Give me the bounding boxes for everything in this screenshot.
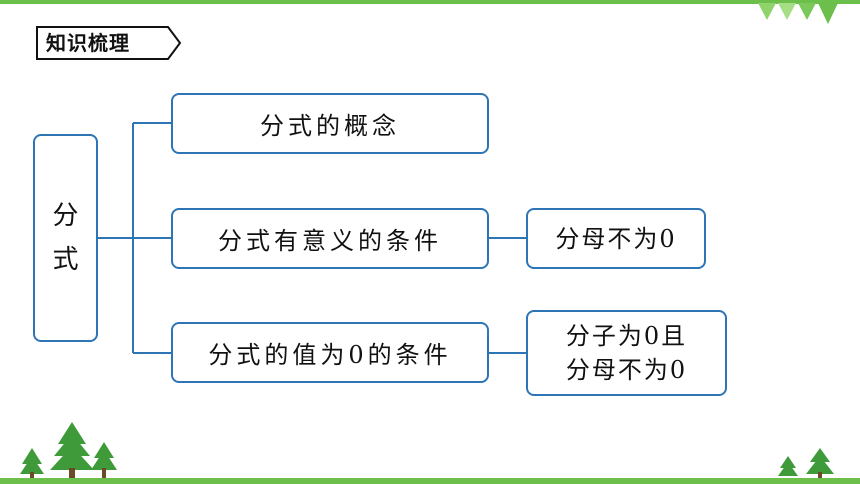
- branch-node-zero-value-condition: 分式的值为0的条件: [171, 322, 489, 383]
- branch-node-label: 分式有意义的条件: [218, 227, 442, 255]
- branch-node-meaningful-condition: 分式有意义的条件: [171, 208, 489, 269]
- tag-frame: [36, 26, 182, 60]
- note-node-zero-value: 分子为0且 分母不为0: [526, 310, 727, 396]
- branch-node-label: 分式的概念: [260, 112, 400, 140]
- branch-node-concept: 分式的概念: [171, 93, 489, 154]
- root-node-line-2: 式: [52, 245, 79, 275]
- pine-tree-icon: [20, 422, 117, 478]
- root-node: 分 式: [33, 134, 98, 342]
- note-node-meaningful: 分母不为0: [526, 208, 706, 269]
- pine-tree-icon: [778, 448, 834, 478]
- branch-node-label: 分式的值为0的条件: [208, 341, 452, 369]
- root-node-line-1: 分: [52, 201, 79, 231]
- top-accent-bar: [0, 0, 860, 4]
- section-tag-label: 知识梳理: [46, 31, 130, 55]
- bottom-accent-bar: [0, 478, 860, 484]
- note-node-line: 分子为0且: [565, 322, 688, 350]
- pennant-icon: [758, 3, 838, 24]
- note-node-line: 分母不为0: [555, 224, 677, 253]
- note-node-line: 分母不为0: [565, 356, 688, 384]
